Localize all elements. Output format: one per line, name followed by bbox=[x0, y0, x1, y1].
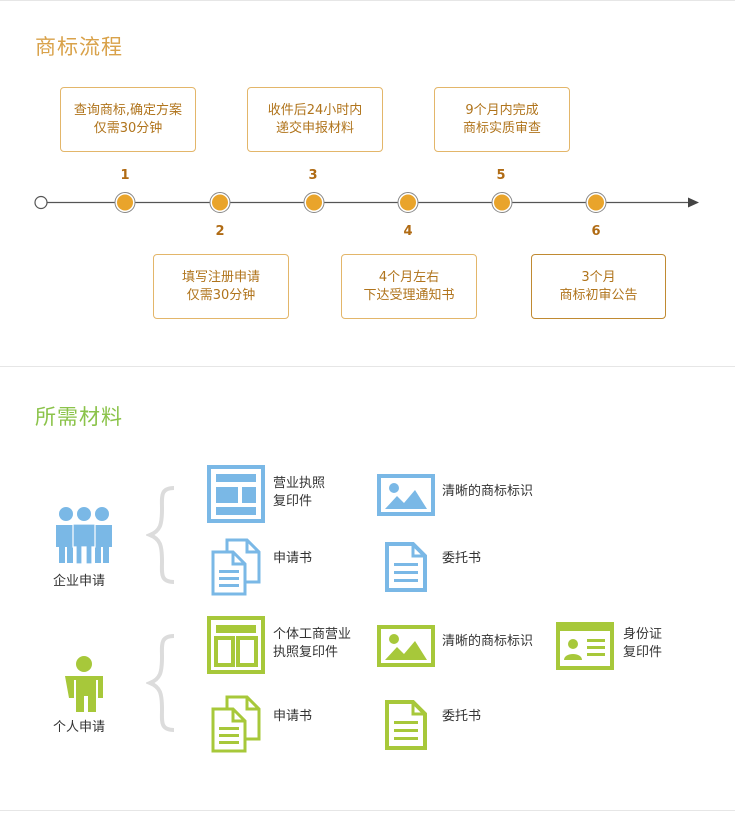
step-1-box: 查询商标,确定方案 仅需30分钟 bbox=[60, 87, 196, 152]
timeline-node-5 bbox=[491, 192, 513, 213]
timeline-node-3 bbox=[303, 192, 325, 213]
enterprise-label: 企业申请 bbox=[53, 574, 106, 589]
step-4-line2: 下达受理通知书 bbox=[363, 287, 455, 303]
enterprise-item-1-line2: 复印件 bbox=[273, 494, 313, 509]
document-icon bbox=[385, 700, 427, 750]
enterprise-item-2-line1: 清晰的商标标识 bbox=[442, 484, 534, 499]
step-4-number: 4 bbox=[403, 224, 413, 239]
enterprise-item-4-label: 委托书 bbox=[442, 550, 481, 568]
step-6-box: 3个月 商标初审公告 bbox=[531, 254, 666, 319]
individual-item-3-line2: 复印件 bbox=[623, 645, 663, 660]
individual-item-1-line2: 执照复印件 bbox=[273, 645, 339, 660]
step-3-line2: 递交申报材料 bbox=[275, 120, 354, 136]
timeline-arrowhead bbox=[688, 197, 699, 208]
step-3-number: 3 bbox=[308, 168, 318, 183]
enterprise-brace bbox=[146, 486, 175, 584]
individual-item-1-label: 个体工商营业 执照复印件 bbox=[273, 626, 351, 662]
step-1-line1: 查询商标,确定方案 bbox=[73, 102, 183, 118]
enterprise-item-2-label: 清晰的商标标识 bbox=[442, 483, 533, 501]
id-card-icon bbox=[556, 622, 614, 670]
documents-icon bbox=[211, 695, 261, 753]
step-6-line1: 3个月 bbox=[581, 269, 616, 285]
business-license-icon bbox=[207, 616, 265, 674]
timeline-node-6 bbox=[585, 192, 607, 213]
step-2-number: 2 bbox=[215, 224, 225, 239]
top-divider bbox=[0, 0, 735, 1]
step-6-line2: 商标初审公告 bbox=[559, 287, 638, 303]
image-icon bbox=[377, 474, 435, 516]
materials-title: 所需材料 bbox=[35, 405, 123, 429]
individual-brace bbox=[146, 634, 175, 732]
step-1-number: 1 bbox=[120, 168, 130, 183]
step-4-line1: 4个月左右 bbox=[378, 269, 440, 285]
individual-item-3-label: 身份证 复印件 bbox=[623, 626, 662, 662]
step-2-box: 填写注册申请 仅需30分钟 bbox=[153, 254, 289, 319]
individual-item-4-label: 申请书 bbox=[273, 708, 312, 726]
individual-label: 个人申请 bbox=[53, 720, 106, 735]
enterprise-item-4-line1: 委托书 bbox=[442, 551, 482, 566]
individual-person-icon bbox=[65, 656, 103, 712]
image-icon bbox=[377, 625, 435, 667]
section-divider bbox=[0, 366, 735, 367]
individual-item-4-line1: 申请书 bbox=[273, 709, 313, 724]
timeline bbox=[34, 192, 699, 213]
document-icon bbox=[385, 542, 427, 592]
business-license-icon bbox=[207, 465, 265, 523]
step-5-number: 5 bbox=[496, 168, 506, 183]
timeline-node-2 bbox=[209, 192, 231, 213]
step-3-line1: 收件后24小时内 bbox=[267, 102, 363, 118]
step-2-line1: 填写注册申请 bbox=[181, 269, 260, 285]
step-5-box: 9个月内完成 商标实质审查 bbox=[434, 87, 570, 152]
step-5-line1: 9个月内完成 bbox=[465, 102, 539, 118]
step-5-line2: 商标实质审查 bbox=[462, 120, 541, 136]
step-2-line2: 仅需30分钟 bbox=[186, 287, 256, 303]
individual-item-5-label: 委托书 bbox=[442, 708, 481, 726]
enterprise-item-3-label: 申请书 bbox=[273, 550, 312, 568]
step-3-box: 收件后24小时内 递交申报材料 bbox=[247, 87, 383, 152]
enterprise-item-1-label: 营业执照 复印件 bbox=[273, 475, 325, 511]
step-4-box: 4个月左右 下达受理通知书 bbox=[341, 254, 477, 319]
individual-item-2-label: 清晰的商标标识 bbox=[442, 633, 533, 651]
timeline-start-dot bbox=[34, 195, 48, 210]
step-1-line2: 仅需30分钟 bbox=[93, 120, 163, 136]
individual-item-5-line1: 委托书 bbox=[442, 709, 482, 724]
process-title: 商标流程 bbox=[35, 35, 123, 59]
enterprise-item-3-line1: 申请书 bbox=[273, 551, 313, 566]
individual-item-2-line1: 清晰的商标标识 bbox=[442, 634, 534, 649]
documents-icon bbox=[211, 538, 261, 596]
bottom-divider bbox=[0, 810, 735, 811]
timeline-node-1 bbox=[114, 192, 136, 213]
enterprise-group-icon bbox=[56, 507, 112, 565]
step-6-number: 6 bbox=[591, 224, 601, 239]
enterprise-item-1-line1: 营业执照 bbox=[273, 476, 326, 491]
individual-item-3-line1: 身份证 bbox=[623, 627, 663, 642]
individual-item-1-line1: 个体工商营业 bbox=[273, 627, 352, 642]
timeline-node-4 bbox=[397, 192, 419, 213]
